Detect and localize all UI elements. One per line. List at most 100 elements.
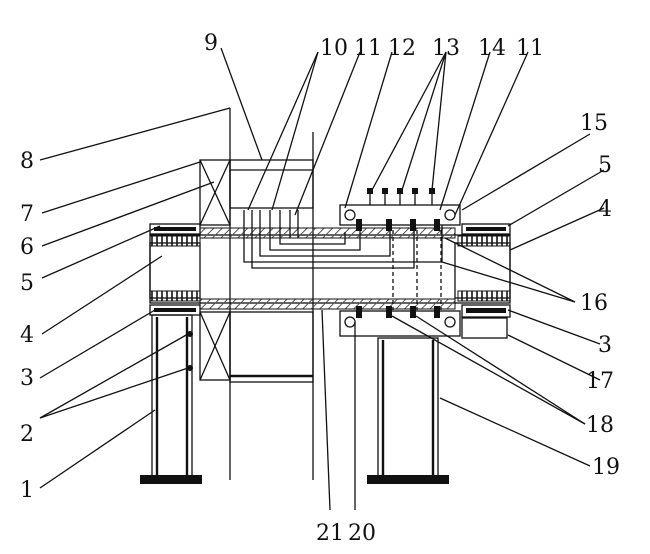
leader-2a [39,333,189,419]
label-10: 10 [320,36,348,61]
leader-13a [371,51,447,191]
label-4-left: 4 [20,323,34,348]
upper-bolt-right [444,209,456,221]
label-7: 7 [20,202,34,227]
leader-14 [439,51,491,211]
sensor-head [367,188,373,194]
leader-3r [507,309,601,345]
signal-wire [259,210,391,257]
leader-11a [294,51,361,216]
upper-sensor [434,219,440,231]
sensor-head [382,188,388,194]
leader-18b [415,315,586,425]
leader-16b [444,237,576,303]
leader-16a [441,261,576,303]
marker-dot [187,331,193,337]
label-21: 21 [316,521,344,546]
label-18: 18 [586,413,614,438]
leader-18a [391,315,586,425]
leader-3 [39,309,156,379]
label-15: 15 [580,111,608,136]
leader-9 [220,47,263,161]
signal-wire [279,210,346,245]
label-17: 17 [586,369,614,394]
right-stand [377,337,439,479]
left-stand-base [140,475,202,484]
leader-6 [41,181,215,247]
shaft-wall-bottom [199,298,456,310]
signal-wire [251,210,415,269]
right-bearing-housing [461,317,508,339]
right-bearing-top-core [466,227,506,231]
lower-sensor [434,306,440,318]
label-19: 19 [592,455,620,480]
signal-wire [243,210,443,263]
leader-7 [41,161,201,214]
sensor-head [397,188,403,194]
label-12: 12 [388,36,416,61]
lower-sensor [410,306,416,318]
left-bearing-top [149,223,201,235]
leader-8 [39,107,231,161]
label-2: 2 [20,422,34,447]
upper-sensor [386,219,392,231]
leader-17 [507,334,601,381]
label-4-right: 4 [598,197,612,222]
label-9: 9 [204,31,218,56]
left-bearing-top-core [154,227,196,231]
right-end-block [454,242,511,299]
cross-line [199,159,231,226]
left-gear-bottom [149,290,201,302]
leader-21 [321,309,331,511]
right-gear-top [457,235,511,247]
lower-bolt-right [444,316,456,328]
upper-sensor [410,219,416,231]
label-8: 8 [20,149,34,174]
label-11-a: 11 [354,36,382,61]
left-gear-top [149,235,201,247]
leader-11b [454,51,529,216]
label-11-b: 11 [516,36,544,61]
label-1: 1 [20,478,34,503]
cross-box-upper [199,159,231,226]
leader-15 [461,133,591,211]
lower-box [229,311,314,383]
right-bearing-top [461,223,511,235]
lower-sensor-plate [339,310,461,337]
upper-bolt-left [344,209,356,221]
leader-4r [509,207,605,251]
leader-10a [247,51,319,211]
sensor-head [412,188,418,194]
left-bearing-bottom-core [154,308,196,312]
label-5-right: 5 [598,153,612,178]
leader-13b [401,51,447,191]
marker-dot [187,365,193,371]
lower-bolt-left [344,316,356,328]
label-14: 14 [478,36,506,61]
signal-wire [269,210,361,251]
upper-sensor [356,219,362,231]
right-bearing-bottom-core [466,308,506,313]
right-gear-bottom [457,290,511,302]
leader-5 [41,225,161,279]
leader-1 [39,409,156,489]
sensor-head [429,188,435,194]
leader-10b [271,51,319,211]
label-6: 6 [20,235,34,260]
main-shaft-body [149,234,511,304]
cross-box-lower [199,311,231,381]
leader-5r [507,169,605,227]
lower-sensor [356,306,362,318]
leader-2b [39,367,189,419]
leader-13c [431,51,447,191]
leader-19 [439,397,591,467]
label-16: 16 [580,291,608,316]
cross-line [199,311,231,381]
label-5-left: 5 [20,271,34,296]
right-stand-base [367,475,449,484]
label-20: 20 [348,521,376,546]
label-3-left: 3 [20,366,34,391]
leader-4 [41,255,163,335]
